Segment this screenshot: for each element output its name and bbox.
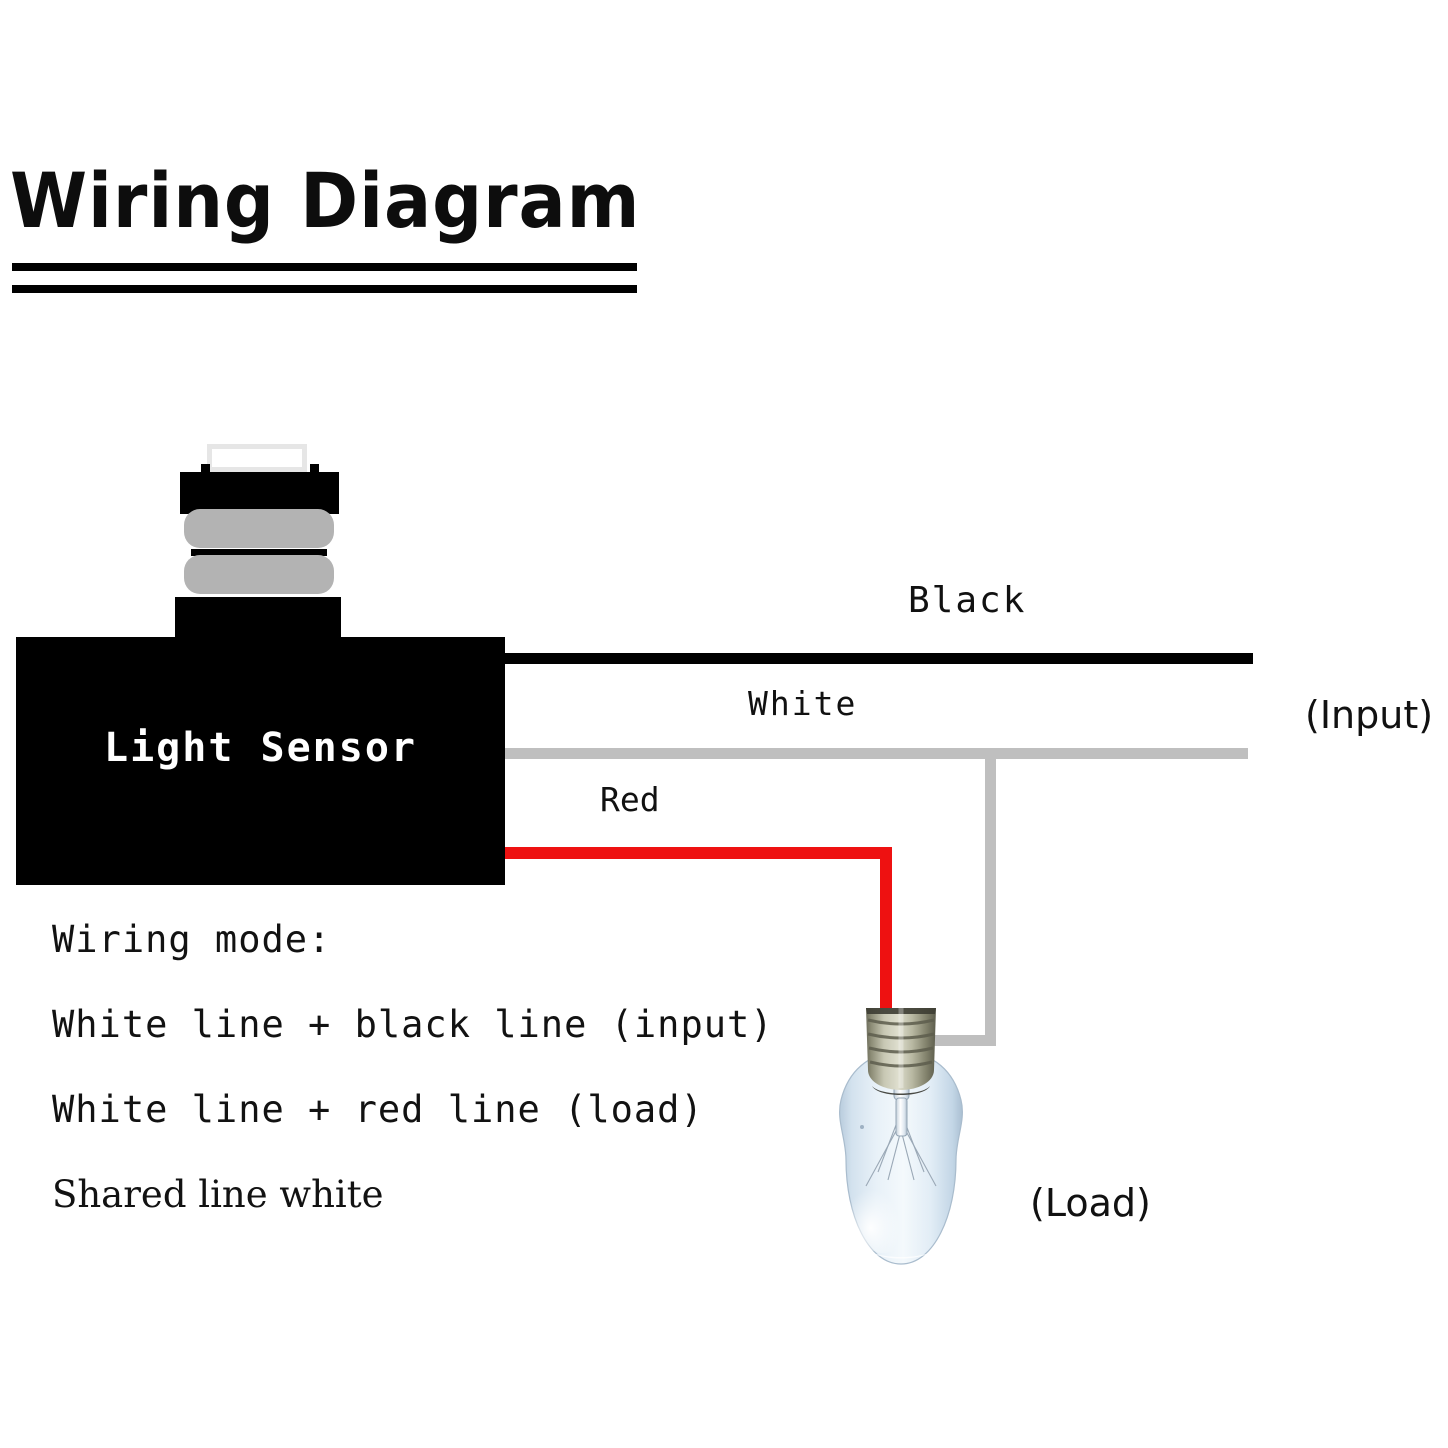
sensor-neck bbox=[175, 597, 341, 643]
load-terminal-label: (Load) bbox=[1030, 1181, 1151, 1225]
wire-red-horizontal bbox=[505, 847, 892, 859]
notes-heading: Wiring mode: bbox=[52, 918, 332, 961]
bulb-base-shoulder bbox=[872, 1086, 930, 1095]
input-terminal-label: (Input) bbox=[1305, 693, 1434, 737]
bulb-screw-base bbox=[866, 1008, 936, 1090]
wiring-notes: Wiring mode: White line + black line (in… bbox=[52, 918, 774, 1216]
sensor-window bbox=[207, 444, 307, 472]
sensor-cap-tab-right bbox=[310, 464, 319, 478]
title-rule-top bbox=[12, 263, 637, 271]
page-title: Wiring Diagram bbox=[10, 156, 641, 245]
bulb-base-threads bbox=[867, 1018, 935, 1068]
wire-white-branch-horizontal bbox=[920, 1035, 996, 1046]
notes-line-input: White line + black line (input) bbox=[52, 1003, 774, 1046]
light-sensor-body: Light Sensor bbox=[16, 637, 505, 885]
sensor-cap bbox=[180, 472, 339, 514]
wire-black bbox=[505, 653, 1253, 664]
light-sensor-label: Light Sensor bbox=[104, 725, 417, 771]
notes-line-load: White line + red line (load) bbox=[52, 1088, 704, 1131]
wire-white-branch-vertical bbox=[985, 755, 996, 1045]
wire-red-vertical bbox=[880, 847, 892, 1017]
sensor-band-upper bbox=[184, 509, 334, 548]
bulb-stem-lower bbox=[895, 1097, 908, 1137]
light-bulb bbox=[806, 1000, 996, 1285]
sensor-cap-tab-left bbox=[201, 464, 210, 478]
bulb-base-collar bbox=[866, 1008, 936, 1014]
sensor-band-divider bbox=[191, 549, 327, 556]
bulb-glass-speck bbox=[860, 1125, 864, 1129]
bulb-bottom-sheen bbox=[864, 1248, 938, 1259]
wire-label-red: Red bbox=[600, 780, 660, 819]
wire-label-black: Black bbox=[908, 580, 1027, 621]
sensor-band-lower bbox=[184, 555, 334, 594]
notes-line-shared: Shared line white bbox=[52, 1173, 384, 1216]
wire-white-main bbox=[505, 748, 1248, 759]
title-rule-bottom bbox=[12, 285, 637, 293]
wire-label-white: White bbox=[748, 684, 858, 723]
bulb-highlight bbox=[848, 1157, 920, 1253]
